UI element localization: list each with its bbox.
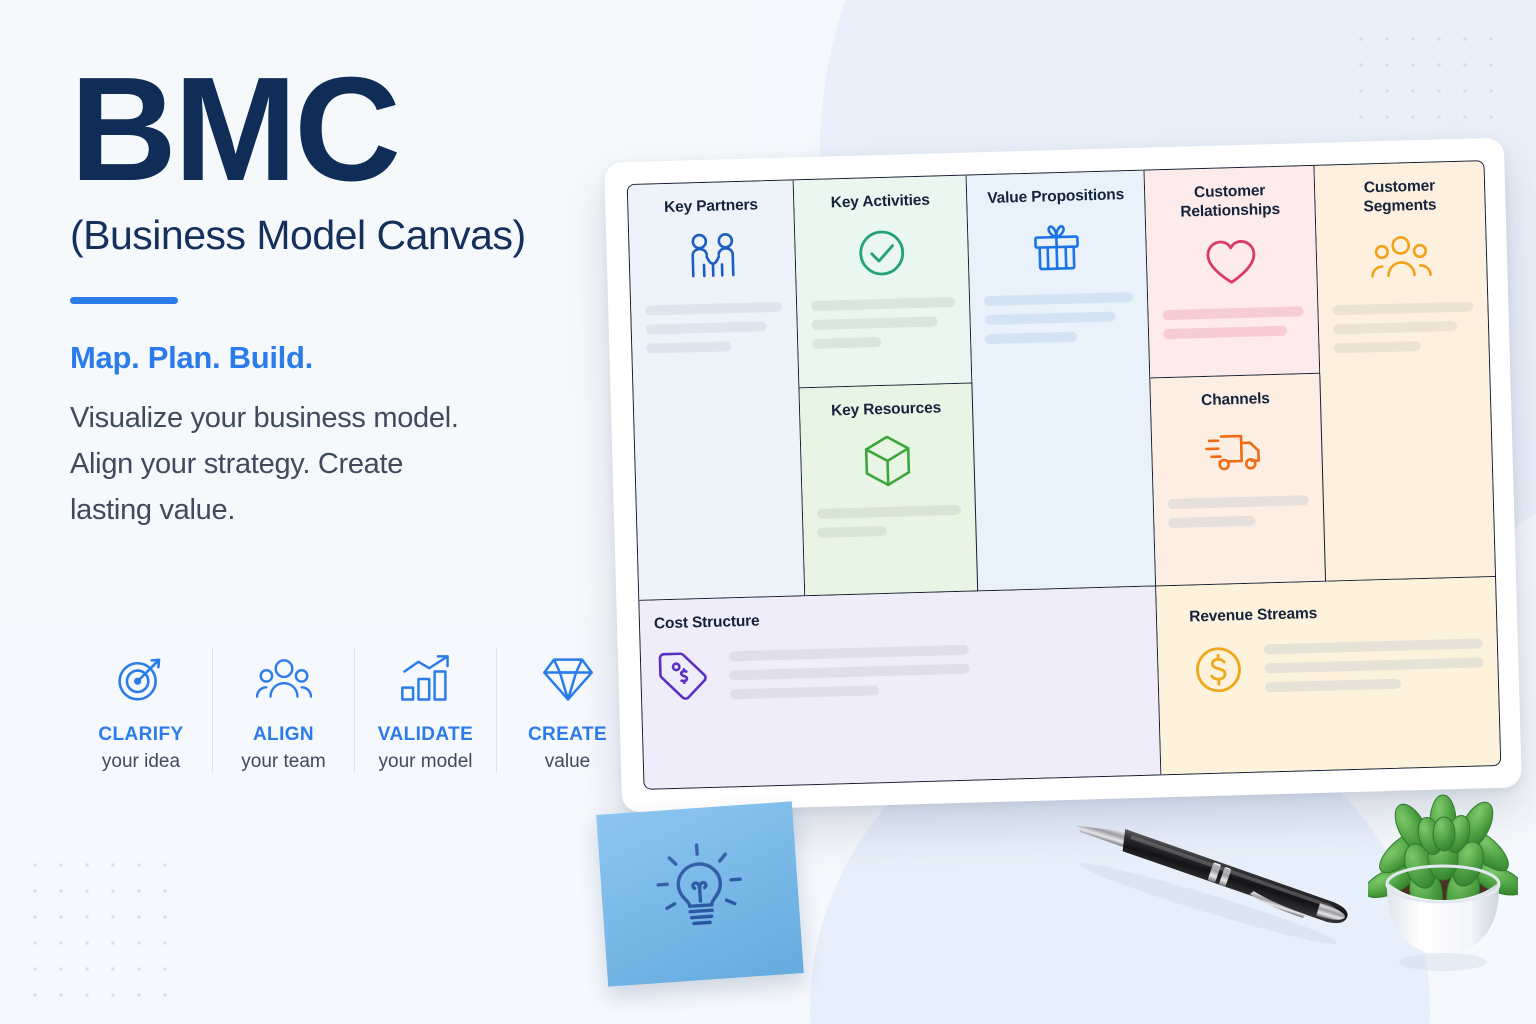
placeholder-line [811,297,955,312]
block-title: Revenue Streams [1189,604,1318,626]
placeholder-line [1264,657,1484,674]
feature-item-clarify[interactable]: CLARIFY your idea [70,648,212,773]
placeholder-line [1333,341,1421,354]
feature-item-create[interactable]: CREATE value [496,648,638,773]
block-title: Key Activities [830,191,930,212]
placeholder-lines [1162,306,1304,340]
placeholder-line [812,337,882,350]
placeholder-line [817,526,887,539]
canvas-block-key-partners[interactable]: Key Partners [627,180,806,601]
canvas-block-key-activities[interactable]: Key Activities [793,175,973,389]
canvas-block-customer-segments[interactable]: Customer Segments [1314,161,1496,582]
feature-title: ALIGN [252,724,315,745]
handshake-icon [643,224,782,292]
placeholder-lines [1332,301,1475,354]
page-subtitle: (Business Model Canvas) [70,212,526,259]
feature-title: VALIDATE [377,724,474,745]
succulent-plant [1364,774,1524,1024]
placeholder-line [984,331,1078,345]
business-model-canvas-board[interactable]: Key Partners [604,137,1522,813]
placeholder-line [646,341,732,354]
placeholder-lines [1167,495,1309,529]
feature-sub: your model [378,751,473,772]
lightbulb-icon [644,836,755,952]
description-text: Visualize your business model. Align you… [70,402,459,526]
user-group-icon [1330,224,1473,292]
canvas-grid: Key Partners [626,160,1502,790]
price-tag-icon [655,648,713,706]
accent-divider [70,297,178,305]
placeholder-line [817,505,961,520]
placeholder-line [983,292,1134,307]
diamond-icon [503,648,632,710]
placeholder-line [811,316,939,331]
block-title: Cost Structure [653,612,760,633]
placeholder-line [645,321,767,335]
block-title: Key Resources [830,399,942,420]
block-title: Customer Relationships [1180,182,1281,221]
canvas-block-revenue-streams[interactable]: Revenue Streams [1156,576,1501,775]
page-title: BMC [70,47,401,212]
placeholder-lines [728,644,970,700]
dollar-coin-icon [1190,641,1248,699]
placeholder-lines [983,292,1135,345]
placeholder-line [1264,638,1484,655]
people-icon [219,648,348,710]
block-title: Value Propositions [987,186,1125,208]
cube-icon [815,427,960,495]
board-surface: Key Partners [604,137,1522,813]
placeholder-line [1162,306,1304,321]
heart-icon [1161,229,1303,297]
gift-icon [982,214,1133,282]
truck-icon [1166,417,1308,485]
feature-title: CREATE [527,724,608,745]
dot-grid-bottom-left [22,852,172,1002]
placeholder-line [1168,515,1256,529]
feature-title: CLARIFY [98,724,184,745]
block-title: Channels [1200,390,1270,410]
placeholder-line [729,663,970,681]
canvas-block-channels[interactable]: Channels [1150,373,1326,587]
canvas-block-customer-relationships[interactable]: Customer Relationships [1144,165,1320,379]
feature-item-validate[interactable]: VALIDATE your model [354,648,496,773]
dot-grid-top-right [1348,26,1498,146]
placeholder-line [728,644,969,662]
placeholder-line [645,301,783,316]
placeholder-line [1332,301,1474,316]
placeholder-line [1167,495,1309,510]
canvas-block-key-resources[interactable]: Key Resources [799,383,978,597]
feature-strip: CLARIFY your idea ALIGN your team VALIDA… [70,648,638,773]
placeholder-line [1163,326,1288,340]
feature-sub: your team [241,751,326,772]
placeholder-line [1332,321,1458,335]
placeholder-lines [645,301,784,354]
target-icon [76,648,206,710]
canvas-block-value-propositions[interactable]: Value Propositions [966,170,1157,592]
block-title: Key Partners [663,196,759,217]
placeholder-lines [817,505,961,539]
feature-sub: your idea [101,751,181,772]
block-title: Customer Segments [1363,177,1437,216]
placeholder-line [729,685,879,700]
placeholder-lines [1264,638,1484,693]
tagline: Map. Plan. Build. [70,340,313,376]
check-circle-icon [809,219,954,287]
feature-item-align[interactable]: ALIGN your team [212,648,354,773]
feature-sub: value [544,751,591,772]
canvas-block-cost-structure[interactable]: Cost Structure [639,586,1162,789]
placeholder-line [1265,678,1401,693]
bar-chart-icon [361,648,490,710]
placeholder-lines [811,297,956,350]
ballpoint-pen[interactable] [1056,803,1363,958]
hero-text-column: BMC (Business Model Canvas) Map. Plan. B… [70,47,630,534]
sticky-note[interactable] [596,801,804,987]
placeholder-line [984,311,1117,326]
